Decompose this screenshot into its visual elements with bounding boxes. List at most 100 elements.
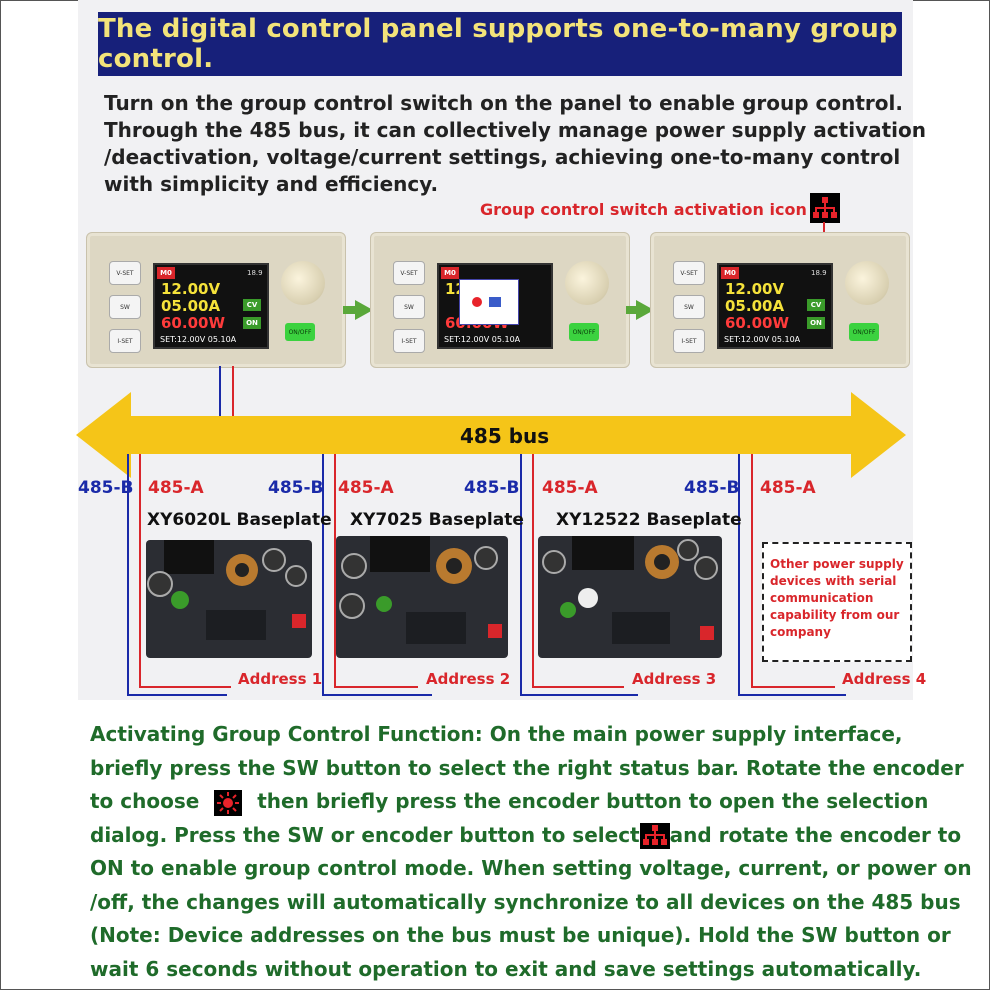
voltage-readout: 12.00V <box>725 280 785 298</box>
instruction-fragment: and rotate the encoder to <box>669 822 962 847</box>
instruction-line: wait 6 seconds without operation to exit… <box>90 956 922 981</box>
intro-text: Turn on the group control switch on the … <box>104 90 926 198</box>
current-readout: 05.00A <box>725 297 785 315</box>
set-readout: SET:12.00V 05.10A <box>724 335 801 344</box>
bus-b-wire <box>738 454 740 696</box>
bus-b-wire <box>322 454 324 696</box>
vset-button[interactable]: V-SET <box>393 261 425 285</box>
other-text-line: capability from our <box>770 608 900 622</box>
arrow-shaft <box>626 306 638 314</box>
encoder-knob[interactable] <box>845 261 889 305</box>
bus-b-wire <box>520 454 522 696</box>
address-label: Address 3 <box>632 670 717 688</box>
title-banner: The digital control panel supports one-t… <box>98 12 902 76</box>
bus-a-loop <box>751 686 835 688</box>
memory-badge: M0 <box>157 267 175 279</box>
iset-button[interactable]: I-SET <box>109 329 141 353</box>
instruction-fragment: to choose <box>90 789 200 813</box>
bus-a-wire <box>334 454 336 688</box>
device-screen: M0 12.00V 05.00A 60.00W CV ON 18.9 SET:1… <box>717 263 833 349</box>
sw-button[interactable]: SW <box>673 295 705 319</box>
onoff-button[interactable]: ON/OFF <box>569 323 599 341</box>
intro-line: with simplicity and efficiency. <box>104 172 439 196</box>
other-text-line: devices with serial <box>770 574 897 588</box>
on-badge: ON <box>807 317 825 329</box>
bus-b-label: 485-B <box>464 478 520 498</box>
settings-sun-icon <box>214 789 243 816</box>
set-readout: SET:12.00V 05.10A <box>444 335 521 344</box>
other-text-line: company <box>770 625 831 639</box>
bus-a-wire <box>139 454 141 688</box>
iset-button[interactable]: I-SET <box>393 329 425 353</box>
device-screen: M0 12.00V 60.00W SET:12.00V 05.10A <box>437 263 553 349</box>
instructions-text: Activating Group Control Function: On th… <box>90 718 972 986</box>
voltage-readout: 12.00V <box>161 280 221 298</box>
onoff-button[interactable]: ON/OFF <box>849 323 879 341</box>
instruction-line: /off, the changes will automatically syn… <box>90 889 961 914</box>
instruction-line: to choose then briefly press the encoder… <box>90 785 970 819</box>
temperature-readout: 18.9 <box>811 269 827 277</box>
other-text-line: Other power supply <box>770 557 904 571</box>
bus-b-loop <box>127 694 227 696</box>
instruction-line: (Note: Device addresses on the bus must … <box>90 923 951 947</box>
bus-a-label: 485-A <box>542 478 598 498</box>
instruction-line: briefly press the SW button to select th… <box>90 755 964 780</box>
encoder-knob[interactable] <box>281 261 325 305</box>
encoder-knob[interactable] <box>565 261 609 305</box>
bus-arrow <box>76 392 906 478</box>
sw-button[interactable]: SW <box>393 295 425 319</box>
baseplate-board-image <box>538 536 722 658</box>
instruction-fragment: dialog. Press the SW or encoder button t… <box>90 822 640 847</box>
memory-badge: M0 <box>441 267 459 279</box>
banner-title: The digital control panel supports one-t… <box>98 14 898 74</box>
iset-button[interactable]: I-SET <box>673 329 705 353</box>
bus-a-wire <box>532 454 534 688</box>
bus-label: 485 bus <box>460 424 550 448</box>
other-text-line: communication <box>770 591 874 605</box>
baseplate-title: XY6020L Baseplate <box>147 510 332 530</box>
device-screen: M0 12.00V 05.00A 60.00W CV ON 18.9 SET:1… <box>153 263 269 349</box>
cv-badge: CV <box>807 299 825 311</box>
bus-a-label: 485-A <box>338 478 394 498</box>
intro-line: /deactivation, voltage/current settings,… <box>104 145 901 169</box>
other-devices-text: Other power supply devices with serial c… <box>770 556 904 641</box>
bus-a-loop <box>334 686 418 688</box>
group-control-icon <box>639 823 670 849</box>
baseplate-title: XY12522 Baseplate <box>556 510 742 530</box>
selection-dialog <box>459 279 519 325</box>
temperature-readout: 18.9 <box>247 269 263 277</box>
power-supply-device-2: V-SET SW I-SET M0 12.00V 60.00W SET:12.0… <box>370 232 630 368</box>
bus-b-wire <box>219 366 221 418</box>
dialog-icons <box>472 297 501 307</box>
intro-line: Through the 485 bus, it can collectively… <box>104 118 926 142</box>
vset-button[interactable]: V-SET <box>109 261 141 285</box>
instruction-line: dialog. Press the SW or encoder button t… <box>90 819 970 853</box>
bus-b-label: 485-B <box>684 478 740 498</box>
sw-button[interactable]: SW <box>109 295 141 319</box>
onoff-button[interactable]: ON/OFF <box>285 323 315 341</box>
power-supply-device-3: V-SET SW I-SET M0 12.00V 05.00A 60.00W C… <box>650 232 910 368</box>
bus-b-loop <box>738 694 846 696</box>
instruction-line: Activating Group Control Function: On th… <box>90 722 903 746</box>
group-icon-label: Group control switch activation icon <box>480 200 807 219</box>
arrow-right-icon <box>355 300 373 320</box>
bus-a-wire <box>232 366 234 418</box>
bus-b-loop <box>520 694 638 696</box>
address-label: Address 4 <box>842 670 927 688</box>
bus-a-wire <box>751 454 753 688</box>
address-label: Address 2 <box>426 670 511 688</box>
arrow-right-icon <box>636 300 654 320</box>
bus-b-label: 485-B <box>268 478 324 498</box>
group-control-icon <box>810 193 840 223</box>
baseplate-title: XY7025 Baseplate <box>350 510 524 530</box>
baseplate-board-image <box>336 536 508 658</box>
vset-button[interactable]: V-SET <box>673 261 705 285</box>
baseplate-board-image <box>146 540 312 658</box>
arrow-shaft <box>343 306 355 314</box>
bus-b-wire <box>127 454 129 696</box>
power-readout: 60.00W <box>161 314 225 332</box>
cv-badge: CV <box>243 299 261 311</box>
other-devices-box: Other power supply devices with serial c… <box>762 542 912 662</box>
instruction-line: ON to enable group control mode. When se… <box>90 856 972 880</box>
current-readout: 05.00A <box>161 297 221 315</box>
